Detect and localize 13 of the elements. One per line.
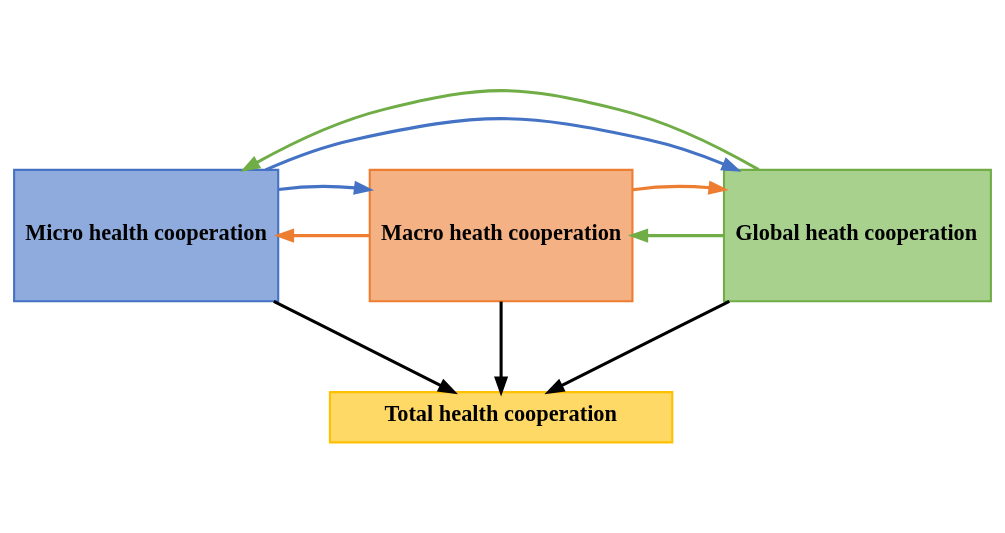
node-box: Macro heath cooperation: [368, 168, 634, 303]
arrow: [264, 117, 742, 172]
arrow: [273, 299, 458, 395]
arrow: [240, 89, 760, 172]
node-box: Micro health cooperation: [13, 168, 280, 303]
node-box: Total health cooperation: [328, 391, 674, 444]
arrow: [632, 180, 729, 195]
node-box: Global heath cooperation: [722, 168, 992, 303]
arrow: [278, 180, 375, 195]
arrow: [544, 299, 730, 395]
arrow: [628, 228, 724, 243]
arrow: [494, 301, 509, 397]
arrow: [273, 228, 370, 243]
